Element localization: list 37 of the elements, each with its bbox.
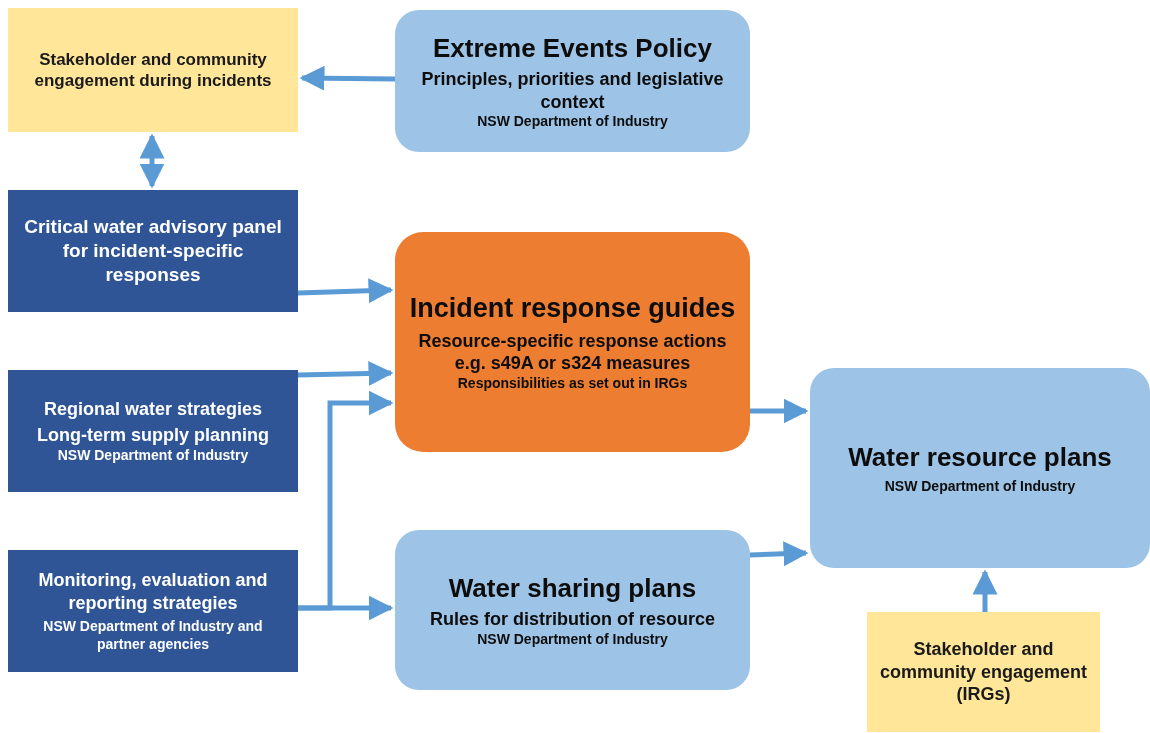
box-text: Rules for distribution of resource: [430, 608, 715, 631]
box-title: Monitoring, evaluation and reporting strategies: [37, 569, 269, 614]
arrow: [972, 569, 998, 612]
arrow: [299, 65, 396, 91]
input-box: [8, 370, 298, 492]
box-text: NSW Department of Industry: [57, 446, 249, 465]
highlight-box: [395, 232, 750, 452]
box-text: NSW Department of Industry and partner agencies: [42, 618, 264, 653]
box-text: Resource-specific response actions: [418, 329, 727, 353]
box-text: Principles, priorities and legislative context: [420, 68, 725, 113]
box-text: Long-term supply planning: [37, 424, 269, 447]
arrow: [297, 278, 394, 304]
box-text: NSW Department of Industry: [477, 630, 668, 649]
box-title: Extreme Events Policy: [433, 31, 712, 64]
input-box: [8, 190, 298, 312]
input-box: [8, 550, 298, 672]
arrow: [750, 398, 809, 424]
box-title: Critical water advisory panel for incident-specific responses: [23, 215, 283, 287]
arrow: [139, 133, 165, 189]
box-title: Incident response guides: [409, 291, 736, 325]
box-title: Water resource plans: [848, 441, 1112, 474]
arrow: [749, 541, 809, 567]
box-text: NSW Department of Industry: [884, 477, 1076, 495]
box-title: Stakeholder and community engagement during incidents: [33, 48, 273, 92]
arrow: [298, 595, 394, 621]
box-text: Responsibilities as set out in IRGs: [457, 374, 688, 393]
box-title: Stakeholder and community engagement (IRGs): [879, 638, 1088, 706]
note-box: [8, 8, 298, 132]
arrow: [297, 361, 394, 386]
process-box: [810, 368, 1150, 568]
box-title: Water sharing plans: [448, 571, 697, 605]
box-text: NSW Department of Industry: [477, 113, 668, 131]
note-box: [867, 612, 1100, 732]
process-box: [395, 10, 750, 152]
box-title: Regional water strategies: [43, 397, 263, 421]
process-box: [395, 530, 750, 690]
box-text: e.g. s49A or s324 measures: [454, 352, 691, 375]
